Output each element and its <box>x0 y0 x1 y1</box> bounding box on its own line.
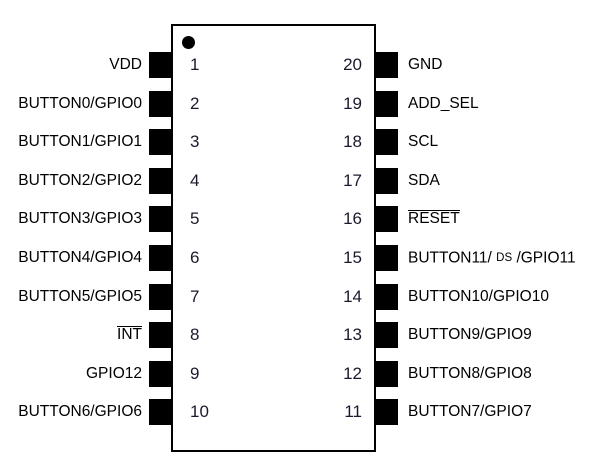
pin-label-16: RESET <box>408 206 460 232</box>
pin-pad-13 <box>376 322 398 349</box>
pin-pad-8 <box>149 322 171 349</box>
pin-number-7: 7 <box>190 286 200 306</box>
pin-pad-1 <box>149 52 171 78</box>
pin-label-4: BUTTON2/GPIO2 <box>18 171 142 189</box>
pin-pad-17 <box>376 167 398 194</box>
pin-pad-9 <box>149 360 171 387</box>
active-low-overline: RESET <box>408 210 460 228</box>
pin-label-19: ADD_SEL <box>408 94 479 112</box>
pin-number-16: 16 <box>343 209 362 229</box>
pin-label-17: SDA <box>408 171 440 189</box>
active-low-overline: INT <box>117 326 142 344</box>
pin-pad-14 <box>376 283 398 310</box>
pin-label-6: BUTTON4/GPIO4 <box>18 249 142 266</box>
pin1-marker-dot <box>182 36 195 49</box>
pin-number-14: 14 <box>343 286 362 306</box>
pin-number-12: 12 <box>343 363 362 383</box>
pin-number-3: 3 <box>190 132 200 152</box>
pin-number-9: 9 <box>190 363 200 383</box>
pin-number-17: 17 <box>343 170 362 190</box>
pin-number-2: 2 <box>190 93 200 113</box>
pin-pad-3 <box>149 129 171 156</box>
pin-label-10: BUTTON6/GPIO6 <box>18 403 142 421</box>
pin-label-12: BUTTON8/GPIO8 <box>408 364 532 382</box>
pin-number-19: 19 <box>343 93 362 113</box>
pin-pad-10 <box>149 399 171 426</box>
pin-number-13: 13 <box>343 325 362 345</box>
pin-number-20: 20 <box>343 55 362 74</box>
pin-pad-4 <box>149 167 171 194</box>
pin-label-small-part: DS <box>496 252 513 264</box>
pin-pad-12 <box>376 360 398 387</box>
pin-pad-5 <box>149 206 171 233</box>
pin-pad-15 <box>376 245 398 271</box>
pin-label-5: BUTTON3/GPIO3 <box>18 210 142 228</box>
pin-label-14: BUTTON10/GPIO10 <box>408 287 549 305</box>
pin-pad-11 <box>376 399 398 426</box>
pin-label-11: BUTTON7/GPIO7 <box>408 403 532 421</box>
pin-number-10: 10 <box>190 402 209 422</box>
pin-number-4: 4 <box>190 170 200 190</box>
pin-label-3: BUTTON1/GPIO1 <box>18 133 142 151</box>
pin-label-part: BUTTON11/ <box>408 249 497 267</box>
pin-label-1: VDD <box>109 56 142 73</box>
pin-number-6: 6 <box>190 248 200 267</box>
pin-pad-20 <box>376 52 398 78</box>
pin-label-20: GND <box>408 56 443 73</box>
pin-label-13: BUTTON9/GPIO9 <box>408 326 532 344</box>
pin-label-8: INT <box>0 322 142 348</box>
pin-label-7: BUTTON5/GPIO5 <box>18 287 142 305</box>
pin-pad-16 <box>376 206 398 233</box>
chip-body-outline <box>171 24 376 452</box>
pin-pad-6 <box>149 245 171 271</box>
pin-pad-19 <box>376 90 398 117</box>
pin-label-part: /GPIO11 <box>512 249 576 267</box>
pin-label-15: BUTTON11/ DS /GPIO11 <box>408 245 576 271</box>
pin-number-8: 8 <box>190 325 200 345</box>
pin-label-18: SCL <box>408 133 439 151</box>
pin-number-5: 5 <box>190 209 200 229</box>
pin-label-9: GPIO12 <box>86 364 142 382</box>
pin-number-15: 15 <box>343 248 362 267</box>
pin-label-2: BUTTON0/GPIO0 <box>18 94 142 112</box>
pin-number-1: 1 <box>190 55 200 74</box>
pin-number-18: 18 <box>343 132 362 152</box>
pin-number-11: 11 <box>344 402 362 422</box>
pin-pad-2 <box>149 90 171 117</box>
pin-pad-7 <box>149 283 171 310</box>
pin-pad-18 <box>376 129 398 156</box>
